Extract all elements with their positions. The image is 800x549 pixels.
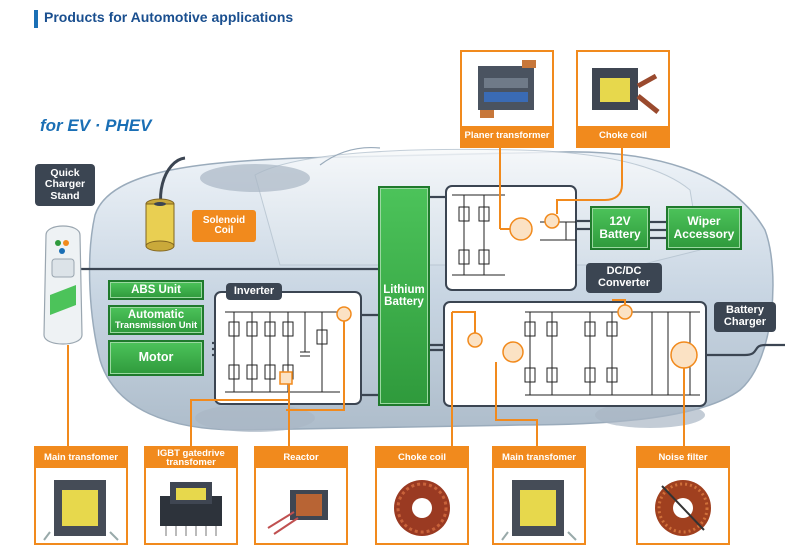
product-label-choke-coil-top: Choke coil xyxy=(578,126,668,146)
solenoid-label-line1: Solenoid xyxy=(202,214,246,226)
charger-outline xyxy=(443,301,707,407)
dcdc-converter-label: DC/DC Converter xyxy=(586,263,662,293)
product-card-reactor[interactable]: Reactor xyxy=(254,446,348,545)
charger-stand-label: Quick Charger Stand xyxy=(35,164,95,206)
auto-transmission-line2: Transmission Unit xyxy=(114,320,198,332)
diagram-subtitle: for EV · PHEV xyxy=(40,116,152,135)
solenoid-coil-label: Solenoid Coil xyxy=(192,210,256,242)
automatic-transmission-box: Automatic Transmission Unit xyxy=(108,305,204,335)
battery-12v-line1: 12V xyxy=(609,214,631,229)
dcdc-label-line2: Converter xyxy=(598,277,650,289)
lithium-battery-line2: Battery xyxy=(384,296,424,308)
product-card-main-transformer-1[interactable]: Main transfomer xyxy=(34,446,128,545)
toroid-choke-icon xyxy=(394,480,450,536)
product-label-main-transformer-2: Main transfomer xyxy=(494,448,584,468)
wiper-accessory-line2: Accessory xyxy=(673,227,735,241)
reactor-icon xyxy=(267,490,328,535)
battery-12v-box: 12V Battery xyxy=(590,206,650,250)
stand-label-line1: Quick xyxy=(50,167,80,180)
wiper-accessory-box: Wiper Accessory xyxy=(666,206,742,250)
solenoid-label-line2: Coil xyxy=(214,225,234,236)
product-card-noise-filter[interactable]: Noise filter xyxy=(636,446,730,545)
product-label-main-transformer-1: Main transfomer xyxy=(36,448,126,468)
noise-filter-icon xyxy=(655,480,711,536)
battery-12v-line2: Battery xyxy=(599,227,641,241)
dcdc-label-line1: DC/DC xyxy=(606,265,642,278)
main-transformer-icon xyxy=(43,480,119,541)
auto-transmission-line1: Automatic xyxy=(127,308,185,321)
planar-transformer-icon xyxy=(478,60,536,118)
product-label-planer-transformer: Planer transformer xyxy=(462,126,552,146)
title-accent-bar xyxy=(34,10,38,28)
product-label-choke-coil-bottom: Choke coil xyxy=(377,448,467,468)
inverter-label: Inverter xyxy=(226,283,282,300)
wheel-shadow-rear xyxy=(195,404,315,432)
abs-unit-box: ABS Unit xyxy=(108,280,204,300)
dcdc-circuit xyxy=(452,194,576,276)
abs-unit-label: ABS Unit xyxy=(131,283,181,296)
callout-lines xyxy=(67,146,685,448)
product-label-reactor: Reactor xyxy=(256,448,346,468)
page-title: Products for Automotive applications xyxy=(44,9,294,25)
product-card-choke-coil-top[interactable]: Choke coil xyxy=(576,50,670,148)
battery-charger-line1: Battery xyxy=(726,304,764,317)
product-card-igbt-transformer[interactable]: IGBT gatedrive transfomer xyxy=(144,446,238,545)
product-card-planer-transformer[interactable]: Planer transformer xyxy=(460,50,554,148)
wiper-accessory-line1: Wiper xyxy=(687,214,721,229)
lithium-battery-box: Lithium Battery xyxy=(378,186,430,406)
component-markers xyxy=(336,213,698,369)
solenoid-coil-icon xyxy=(145,198,175,252)
stand-label-line3: Stand xyxy=(50,189,80,202)
battery-charger-label: Battery Charger xyxy=(714,302,776,332)
product-label-noise-filter: Noise filter xyxy=(638,448,728,468)
product-card-choke-coil-bottom[interactable]: Choke coil xyxy=(375,446,469,545)
product-label-igbt-transformer: IGBT gatedrive transfomer xyxy=(146,448,236,468)
wheel-shadow-front xyxy=(200,164,310,192)
main-transformer-icon xyxy=(501,480,577,541)
motor-label: Motor xyxy=(138,350,174,365)
lithium-battery-line1: Lithium xyxy=(383,283,425,296)
motor-box: Motor xyxy=(108,340,204,376)
battery-charger-line2: Charger xyxy=(723,316,767,328)
product-card-main-transformer-2[interactable]: Main transfomer xyxy=(492,446,586,545)
igbt-transformer-icon xyxy=(160,482,222,536)
charger-stand-icon xyxy=(43,225,83,345)
choke-coil-icon xyxy=(592,68,660,114)
inverter-label-text: Inverter xyxy=(233,284,275,297)
stand-label-line2: Charger xyxy=(44,178,86,191)
